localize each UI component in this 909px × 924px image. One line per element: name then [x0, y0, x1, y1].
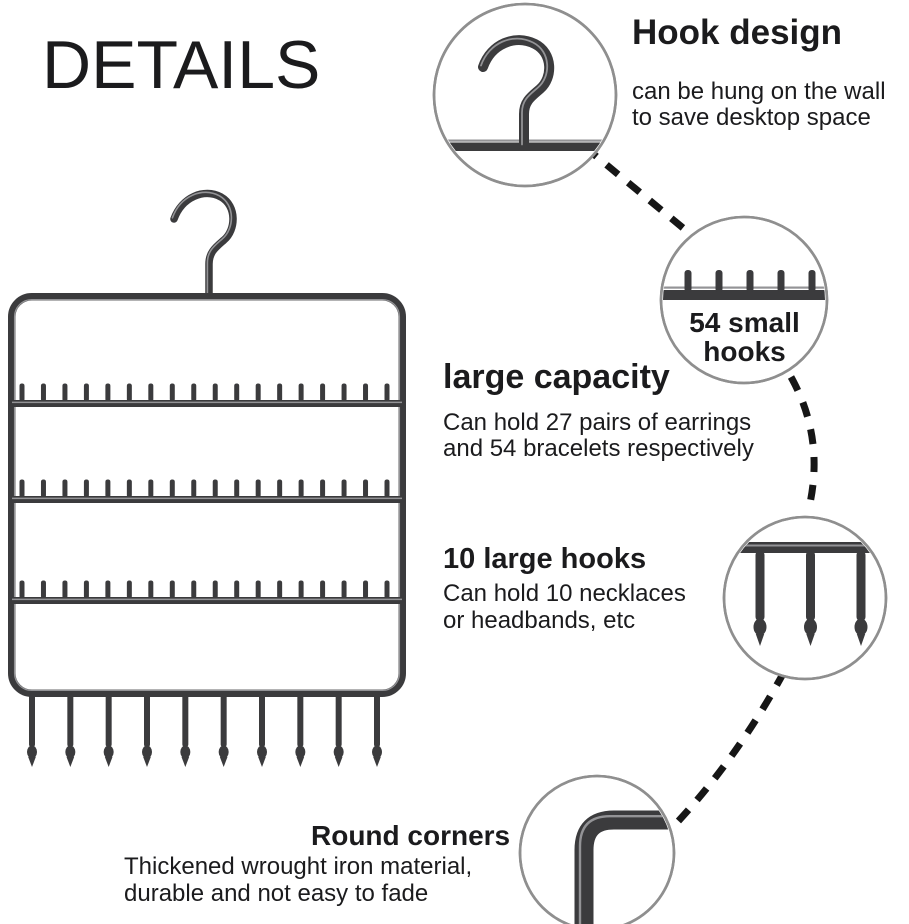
hook-design-description-line1: can be hung on the wall	[632, 78, 886, 105]
large-capacity-description-line1: Can hold 27 pairs of earrings	[443, 409, 752, 436]
callout-circle-small-hooks	[659, 215, 829, 385]
large-capacity-description: Can hold 27 pairs of earrings and 54 bra…	[443, 410, 754, 462]
large-hooks-description-line1: Can hold 10 necklaces	[443, 580, 686, 607]
round-corners-description-line2: durable and not easy to fade	[124, 880, 429, 907]
jewelry-hanger-illustration	[8, 189, 406, 767]
round-corner-icon	[574, 810, 672, 924]
hanger-frame	[8, 293, 406, 697]
connector-lines	[582, 144, 818, 835]
page-title: DETAILS	[42, 27, 321, 103]
large-hooks-description-line2: or headbands, etc	[443, 607, 636, 634]
large-hooks-row	[27, 694, 382, 767]
hook-design-icon	[436, 35, 614, 151]
connector-smallhooks-to-largehooks	[787, 375, 818, 513]
small-hooks-label: 54 small hooks	[657, 308, 832, 366]
small-hooks-icon	[663, 270, 825, 300]
round-corners-description-line1: Thickened wrought iron material,	[124, 853, 473, 880]
callout-circle-large-hooks	[722, 515, 888, 681]
round-corners-heading: Round corners	[311, 820, 511, 851]
hook-design-description: can be hung on the wall to save desktop …	[632, 79, 886, 131]
connector-largehooks-to-corner	[665, 670, 788, 835]
hanger-hook-icon	[170, 189, 237, 299]
small-hooks-label-line1: 54 small	[689, 307, 800, 338]
small-hook-rows	[12, 383, 402, 604]
large-capacity-heading: large capacity	[443, 358, 670, 396]
callout-circle-hook-design	[432, 2, 618, 188]
large-hooks-description: Can hold 10 necklaces or headbands, etc	[443, 580, 686, 634]
connector-hook-to-smallhooks	[582, 144, 703, 245]
large-hooks-heading: 10 large hooks	[443, 543, 647, 575]
hook-design-description-line2: to save desktop space	[632, 104, 871, 131]
large-capacity-description-line2: and 54 bracelets respectively	[443, 435, 754, 462]
hook-design-heading: Hook design	[632, 13, 843, 52]
small-hooks-label-line2: hooks	[703, 336, 786, 367]
callout-circle-round-corners	[518, 774, 676, 924]
round-corners-description: Thickened wrought iron material, durable…	[124, 853, 472, 907]
large-hooks-icon	[726, 542, 884, 646]
